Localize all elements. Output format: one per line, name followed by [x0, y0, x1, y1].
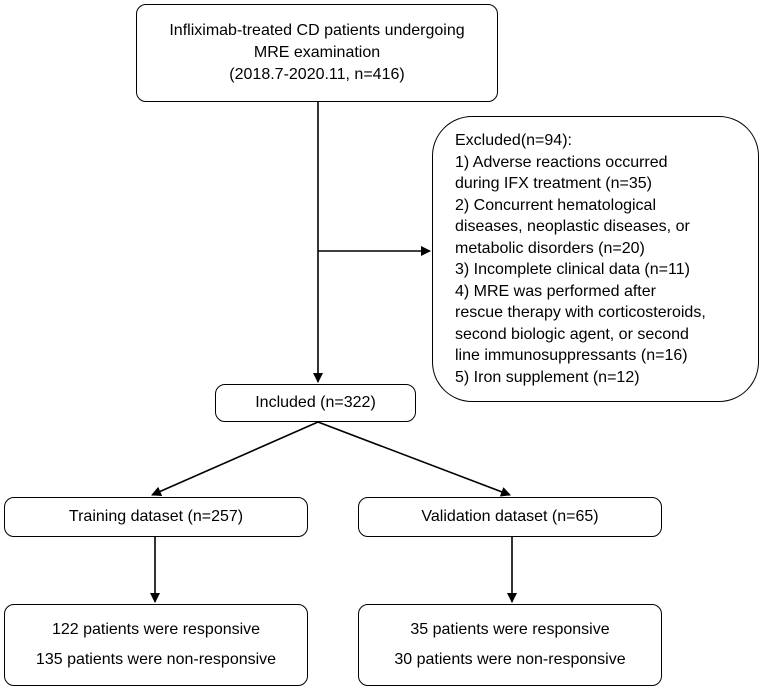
validation-box: Validation dataset (n=65): [358, 497, 662, 537]
excluded-line: diseases, neoplastic diseases, or: [455, 218, 690, 235]
cohort-line-3: (2018.7-2020.11, n=416): [229, 66, 405, 83]
validation-responsive: 35 patients were responsive: [410, 621, 610, 638]
training-box: Training dataset (n=257): [4, 497, 308, 537]
excluded-line: 5) Iron supplement (n=12): [455, 368, 640, 386]
excluded-line: 2) Concurrent hematological: [455, 196, 656, 214]
excluded-line: second biologic agent, or second: [455, 325, 689, 343]
included-label: Included (n=322): [255, 394, 376, 411]
cohort-line-2: MRE examination: [253, 44, 381, 61]
included-box: Included (n=322): [215, 384, 416, 422]
cohort-line-1: Infliximab-treated CD patients undergoin…: [169, 22, 465, 39]
training-responsive: 122 patients were responsive: [51, 621, 261, 638]
arrow-included-to-validation: [317, 421, 511, 497]
validation-non-responsive: 30 patients were non-responsive: [394, 651, 626, 668]
validation-label: Validation dataset (n=65): [421, 508, 599, 525]
excluded-line: rescue therapy with corticosteroids,: [455, 304, 706, 321]
excluded-line: during IFX treatment (n=35): [455, 175, 652, 192]
training-label: Training dataset (n=257): [68, 508, 244, 525]
training-result-box: 122 patients were responsive 135 patient…: [4, 604, 308, 686]
excluded-line: 3) Incomplete clinical data (n=11): [455, 261, 690, 278]
arrow-included-to-training: [151, 421, 319, 496]
excluded-box: Excluded(n=94): 1) Adverse reactions occ…: [432, 116, 759, 402]
cohort-box: Infliximab-treated CD patients undergoin…: [136, 4, 498, 102]
training-non-responsive: 135 patients were non-responsive: [35, 651, 277, 668]
excluded-line: Excluded(n=94):: [455, 132, 572, 149]
excluded-line: metabolic disorders (n=20): [455, 239, 645, 257]
excluded-line: 4) MRE was performed after: [455, 282, 656, 300]
excluded-line: line immunosuppressants (n=16): [455, 347, 688, 364]
excluded-line: 1) Adverse reactions occurred: [455, 153, 668, 171]
validation-result-box: 35 patients were responsive 30 patients …: [358, 604, 662, 686]
